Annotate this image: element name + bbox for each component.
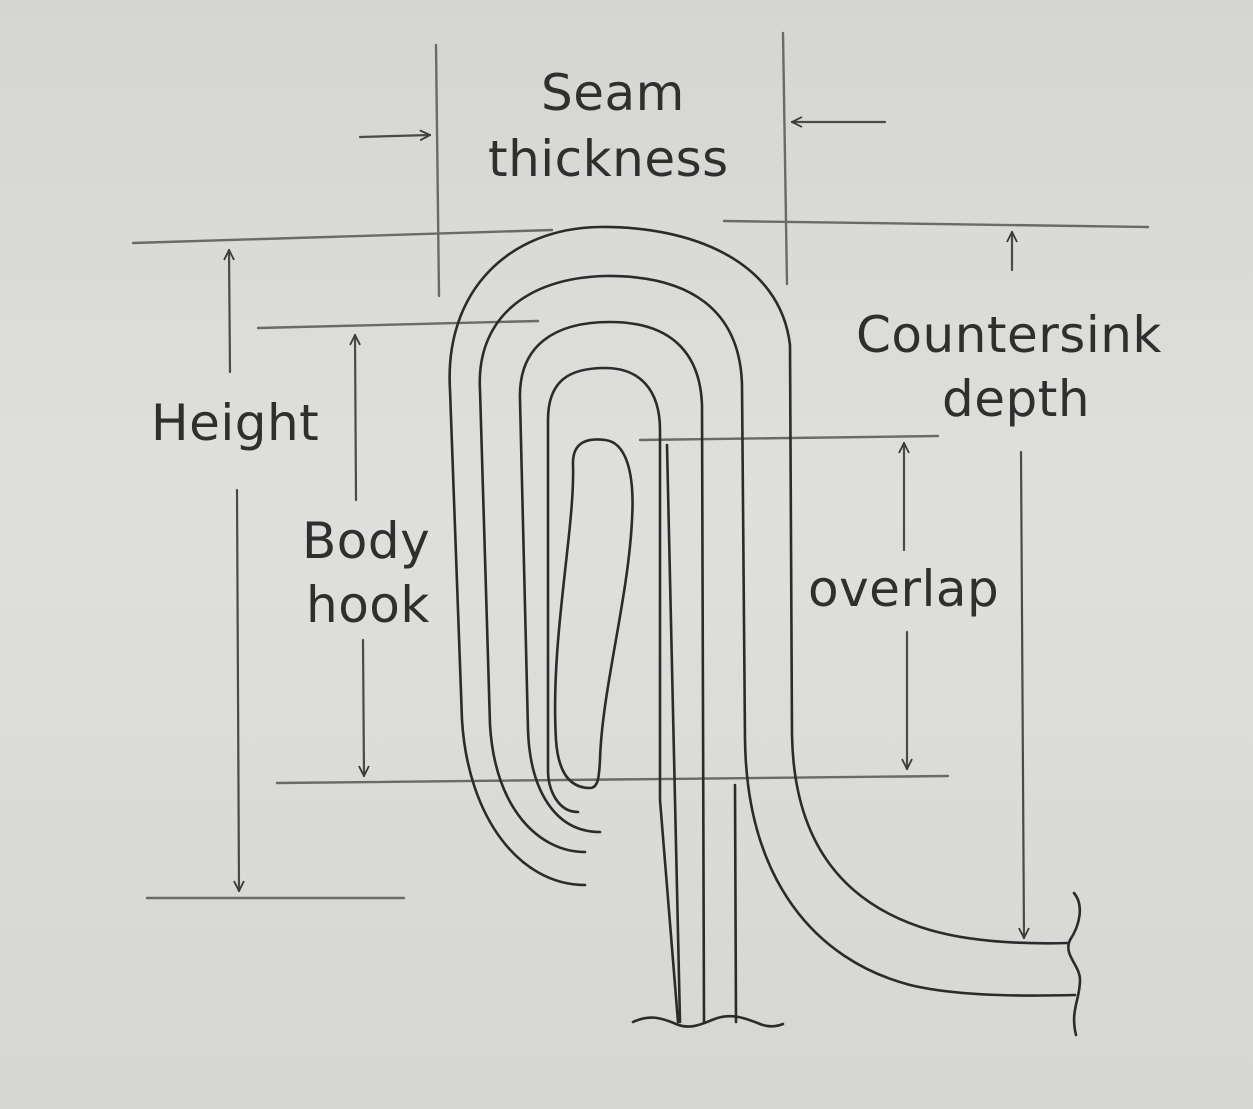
seam-thickness-left-line: [434, 43, 441, 298]
body-hook-top-line: [256, 319, 540, 330]
seam-top-line: [131, 228, 554, 245]
body-hook-outer-curve: [518, 320, 706, 1024]
hook-bottom-line: [275, 774, 950, 785]
can-body-wall-right: [733, 783, 738, 1024]
body-hook-label-line2: hook: [306, 576, 430, 634]
labels: Seam thickness Countersink depth Height …: [151, 64, 1162, 634]
body-hook-label-line1: Body: [302, 512, 430, 570]
overlap-top-line: [638, 434, 940, 442]
can-body-wall-left: [665, 443, 682, 1024]
countersink-top-line: [722, 219, 1150, 229]
countersink-depth-label-line2: depth: [942, 370, 1090, 428]
seam-thickness-label-line2: thickness: [488, 130, 729, 188]
end-panel-break-mark: [1067, 891, 1082, 1037]
cover-second-curve: [478, 274, 1077, 997]
dimension-arrows: [229, 122, 1024, 940]
height-arrow-down: [237, 488, 239, 893]
overlap-label: overlap: [808, 560, 999, 618]
countersink-depth-label-line1: Countersink: [856, 306, 1162, 364]
seam-thickness-label-line1: Seam: [541, 64, 685, 122]
body-break-mark: [631, 1014, 785, 1028]
body-hook-arrow-down: [363, 638, 364, 778]
body-hook-arrow-up: [355, 333, 356, 502]
height-label: Height: [151, 394, 319, 452]
countersink-arrow-down: [1021, 450, 1024, 940]
innermost-hook-loop: [553, 438, 634, 790]
cover-outer-curve: [448, 225, 1070, 945]
seam-thickness-right-line: [781, 31, 789, 286]
seam-profile: [448, 225, 1082, 1037]
seam-thickness-left-arrow: [358, 135, 430, 137]
body-hook-inner-curve: [546, 366, 680, 1024]
reference-lines: [131, 31, 1150, 900]
height-arrow-up: [229, 248, 230, 374]
